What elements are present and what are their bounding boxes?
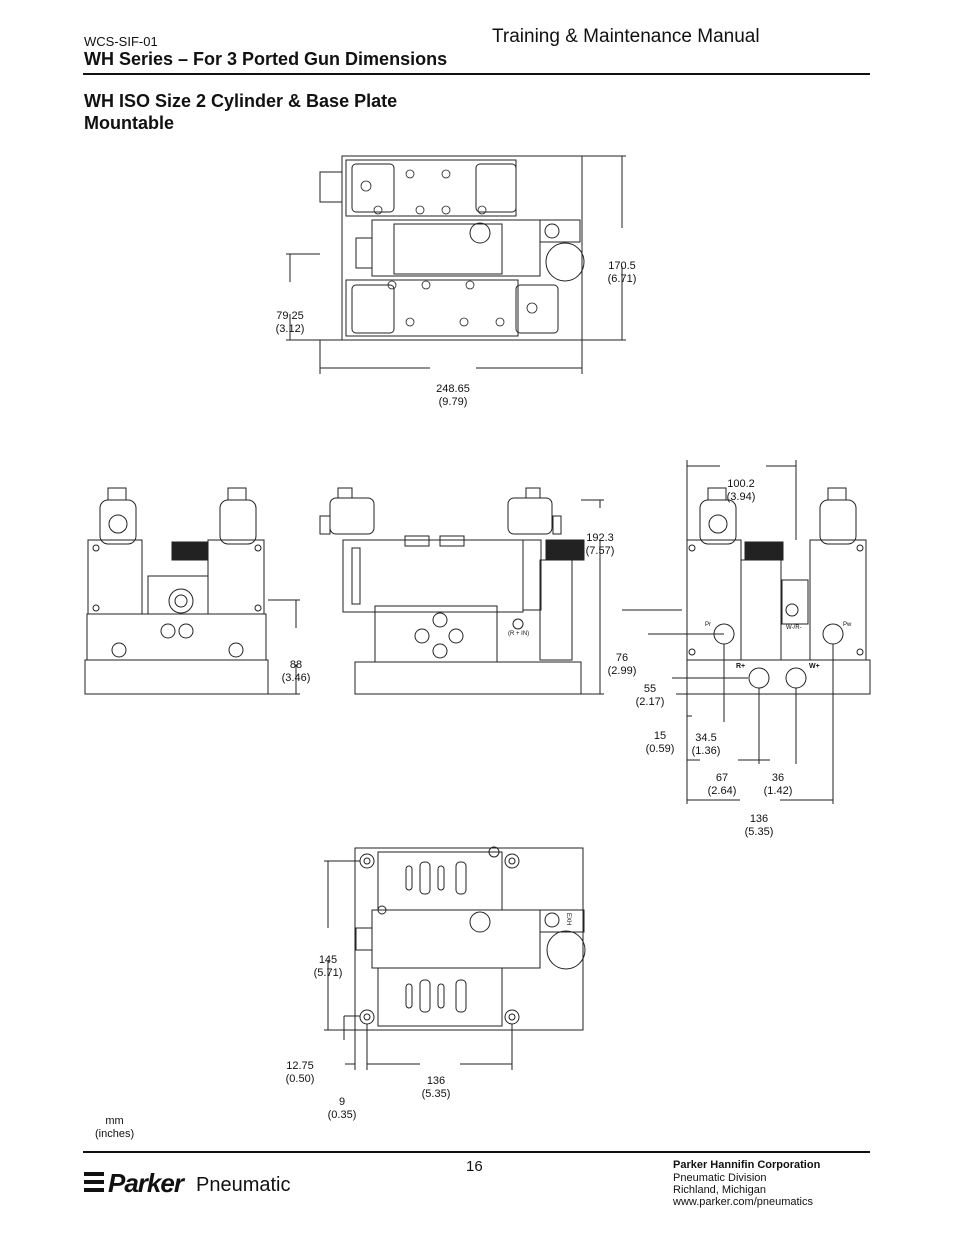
dim-end-67: 67(2.64) <box>707 772 737 797</box>
document-code: WCS-SIF-01 <box>84 34 158 49</box>
port-wr-label: W-/R- <box>786 625 802 631</box>
corp-location: Richland, Michigan <box>673 1184 766 1196</box>
bottom-view <box>324 846 586 1070</box>
end-view <box>622 460 871 804</box>
dim-front-height: 88(3.46) <box>281 659 311 684</box>
exh-label: EXH <box>565 912 572 926</box>
corp-division: Pneumatic Division <box>673 1172 767 1184</box>
dim-top-height: 170.5(6.71) <box>607 260 637 285</box>
page-number: 16 <box>466 1158 483 1175</box>
front-view <box>84 487 300 695</box>
section-title: WH ISO Size 2 Cylinder & Base Plate Moun… <box>84 90 504 134</box>
top-view <box>286 155 626 374</box>
header-rule <box>83 73 870 75</box>
manual-title: Training & Maintenance Manual <box>492 26 760 47</box>
corp-url: www.parker.com/pneumatics <box>673 1196 813 1208</box>
dim-end-width: 100.2(3.94) <box>726 478 756 503</box>
parker-logo <box>84 1172 104 1192</box>
side-view <box>319 487 604 695</box>
dim-bottom-12-75: 12.75(0.50) <box>285 1060 315 1085</box>
port-rplus-label: R+ <box>736 663 746 670</box>
dim-end-36: 36(1.42) <box>763 772 793 797</box>
dim-end-136: 136(5.35) <box>744 813 774 838</box>
units-note: mm(inches) <box>95 1115 135 1140</box>
section-title-line2: Mountable <box>84 113 174 133</box>
side-port-label: (R + IN) <box>508 631 530 637</box>
pneumatic-word: Pneumatic <box>196 1174 291 1196</box>
dim-end-76: 76(2.99) <box>607 652 637 677</box>
footer-rule <box>83 1151 870 1153</box>
dim-bottom-9: 9(0.35) <box>327 1096 357 1121</box>
parker-brand-text: Parker <box>108 1168 184 1198</box>
port-pr-label: Pr <box>705 622 711 628</box>
dim-end-34-5: 34.5(1.36) <box>691 732 721 757</box>
section-title-line1: WH ISO Size 2 Cylinder & Base Plate <box>84 91 398 111</box>
dim-end-55: 55(2.17) <box>635 683 665 708</box>
corp-name: Parker Hannifin Corporation <box>673 1159 821 1171</box>
dim-bottom-145: 145(5.71) <box>313 954 343 979</box>
series-title: WH Series – For 3 Ported Gun Dimensions <box>84 49 448 69</box>
port-wplus-label: W+ <box>809 663 820 670</box>
dim-side-height: 192.3(7.57) <box>585 532 615 557</box>
port-pw-label: Pw <box>843 622 852 628</box>
dim-end-15: 15(0.59) <box>645 730 675 755</box>
dim-top-offset: 79.25(3.12) <box>275 310 305 335</box>
dim-top-width: 248.65(9.79) <box>436 383 470 408</box>
dim-bottom-136: 136(5.35) <box>421 1075 451 1100</box>
